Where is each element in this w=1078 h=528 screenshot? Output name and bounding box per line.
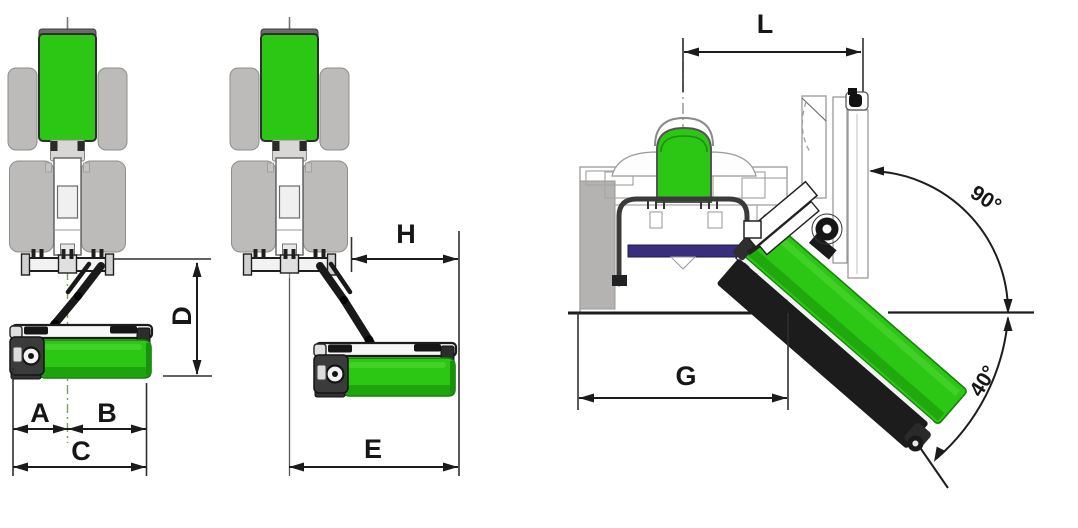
a-frame-foot-left (612, 275, 627, 286)
deck-gap-line (737, 253, 934, 425)
label-e: E (364, 434, 382, 464)
dimension-E: E (289, 434, 458, 472)
pivot-ring (811, 213, 843, 245)
center-pointer (669, 256, 697, 270)
arm-joint-block (743, 220, 762, 239)
lower-link-right (707, 211, 723, 229)
pivot-arm (743, 180, 843, 260)
label-l: L (757, 9, 774, 39)
link-arm-2 (316, 261, 375, 347)
label-c: C (71, 436, 91, 466)
label-angle-90: 90° (966, 181, 1005, 218)
top-roller (849, 94, 862, 107)
dimension-H: H (352, 219, 458, 264)
fender-wing-left (611, 151, 658, 177)
tractor-1 (7, 16, 128, 276)
dimension-L: L (684, 9, 861, 57)
label-d: D (167, 306, 197, 326)
arm-member-1 (743, 180, 819, 248)
body-detail-1 (585, 170, 634, 186)
left-side-panel (579, 180, 616, 310)
mower-lowered (717, 214, 967, 452)
angle-90-arc: 90° (869, 166, 1013, 314)
a-frame (616, 196, 750, 287)
raised-housing-diagonal (801, 97, 827, 122)
mower-deck-angled-shade (745, 245, 945, 421)
label-angle-40: 40° (965, 362, 1001, 401)
seat-back-crease (660, 135, 708, 153)
mower-1 (8, 323, 154, 381)
raised-deck-edge (847, 109, 869, 279)
top-hook (848, 88, 857, 95)
mower-deck-angled-highlight (766, 226, 960, 397)
raised-inner-rail (832, 96, 848, 264)
view-rear: G L 90° 40° (568, 9, 1034, 489)
label-b: B (97, 398, 117, 428)
fender-wing-right (710, 151, 757, 177)
label-g: G (675, 361, 696, 391)
view-top-offset: H E (229, 16, 460, 476)
label-a: A (30, 398, 50, 428)
roller-bar (627, 244, 747, 258)
lower-link-left (649, 211, 663, 229)
view-top-centered: D A B C (7, 16, 212, 476)
hose-curve (801, 101, 811, 153)
label-h: H (396, 219, 416, 249)
pivot-hole (822, 224, 832, 234)
arc-end-tick (920, 448, 949, 489)
seat-back-rim (654, 116, 714, 147)
mower-2 (312, 341, 458, 399)
mower-back-shield (717, 259, 928, 448)
dimension-D: D (167, 262, 202, 375)
pivot-bracket (808, 233, 837, 260)
end-roller-hub (912, 440, 919, 447)
arm-member-2 (758, 200, 820, 256)
tractor-2 (229, 16, 350, 276)
dimension-A-B: A B (13, 398, 146, 434)
dimension-G: G (579, 361, 787, 403)
seat-back (656, 126, 712, 203)
link-arm-1 (49, 261, 105, 330)
dimension-C: C (13, 436, 146, 472)
